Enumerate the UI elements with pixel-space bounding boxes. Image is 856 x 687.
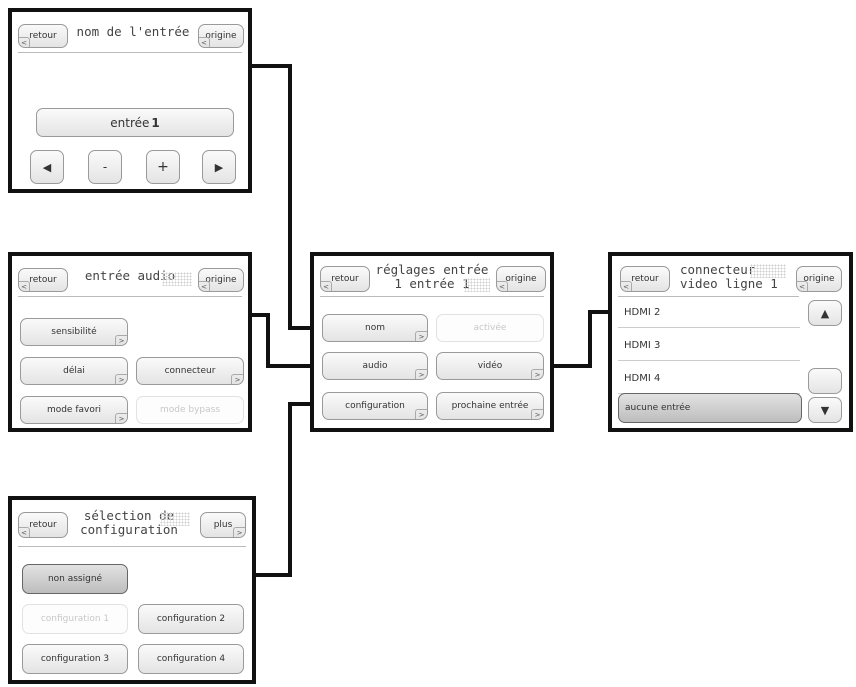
header-texture	[162, 272, 192, 286]
home-button[interactable]: origine <	[198, 268, 244, 292]
header-texture	[750, 264, 786, 278]
chevron-left-icon: <	[19, 281, 30, 291]
chevron-right-icon: >	[531, 409, 543, 419]
header-divider	[618, 296, 799, 297]
panel-video-connector: retour < connecteur video ligne 1 origin…	[608, 252, 853, 432]
back-button[interactable]: retour <	[18, 512, 68, 538]
header-divider	[320, 296, 544, 297]
home-button[interactable]: origine <	[198, 24, 244, 48]
plus-button[interactable]: +	[146, 150, 180, 184]
cursor-right-button[interactable]: ▶	[202, 150, 236, 184]
header-divider	[18, 52, 242, 53]
chevron-right-icon: >	[115, 413, 127, 423]
bypass-mode-button[interactable]: mode bypass	[136, 396, 244, 424]
list-item[interactable]: HDMI 4	[618, 364, 800, 394]
configuration-2-button[interactable]: configuration 2	[138, 604, 244, 634]
scroll-down-button[interactable]: ▼	[808, 397, 842, 423]
minus-button[interactable]: -	[88, 150, 122, 184]
chevron-left-icon: <	[797, 281, 808, 291]
home-button[interactable]: origine <	[796, 266, 842, 292]
triangle-down-icon: ▼	[820, 403, 830, 417]
delay-button[interactable]: délai >	[20, 357, 128, 385]
unassigned-button[interactable]: non assigné	[22, 564, 128, 594]
panel-title: réglages entrée 1 entrée 1	[375, 262, 489, 291]
video-button[interactable]: vidéo >	[436, 352, 544, 380]
panel-title: connecteur video ligne 1	[680, 262, 778, 291]
back-button[interactable]: retour <	[18, 268, 68, 292]
chevron-right-icon: >	[415, 331, 427, 341]
header-divider	[18, 546, 246, 547]
chevron-right-icon: >	[415, 369, 427, 379]
chevron-right-icon: >	[115, 335, 127, 345]
header-divider	[18, 296, 242, 297]
chevron-left-icon: <	[19, 37, 30, 47]
chevron-left-icon: <	[497, 281, 508, 291]
configuration-4-button[interactable]: configuration 4	[138, 644, 244, 674]
chevron-left-icon: <	[199, 37, 210, 47]
audio-button[interactable]: audio >	[322, 352, 428, 380]
more-button[interactable]: plus >	[200, 512, 246, 538]
home-button[interactable]: origine <	[496, 266, 546, 292]
chevron-left-icon: <	[19, 527, 30, 537]
panel-input-settings: retour < réglages entrée 1 entrée 1 orig…	[310, 252, 554, 432]
panel-configuration-select: retour < sélection de configuration plus…	[8, 496, 256, 684]
chevron-right-icon: >	[231, 374, 243, 384]
chevron-left-icon: <	[321, 281, 332, 291]
chevron-left-icon: <	[621, 281, 632, 291]
cursor-left-button[interactable]: ◀	[30, 150, 64, 184]
favorite-mode-button[interactable]: mode favori >	[20, 396, 128, 424]
configuration-3-button[interactable]: configuration 3	[22, 644, 128, 674]
panel-title: nom de l'entrée	[76, 24, 190, 39]
back-button[interactable]: retour <	[320, 266, 370, 292]
chevron-right-icon: >	[415, 409, 427, 419]
connector-button[interactable]: connecteur >	[136, 357, 244, 385]
list-item[interactable]: HDMI 2	[618, 298, 800, 328]
header-texture	[464, 278, 490, 292]
scroll-up-button[interactable]: ▲	[808, 300, 842, 326]
panel-title: entrée audio	[84, 268, 176, 283]
chevron-left-icon: <	[199, 281, 210, 291]
next-input-button[interactable]: prochaine entrée >	[436, 392, 544, 420]
list-item[interactable]: HDMI 3	[618, 331, 800, 361]
triangle-right-icon: ▶	[214, 160, 224, 174]
panel-input-name: retour < nom de l'entrée origine < entré…	[8, 8, 252, 193]
chevron-right-icon: >	[233, 527, 245, 537]
scrollbar-track[interactable]	[808, 368, 842, 394]
back-button[interactable]: retour <	[18, 24, 68, 48]
triangle-up-icon: ▲	[820, 306, 830, 320]
name-button[interactable]: nom >	[322, 314, 428, 342]
triangle-left-icon: ◀	[42, 160, 52, 174]
configuration-1-button[interactable]: configuration 1	[22, 604, 128, 634]
back-button[interactable]: retour <	[620, 266, 670, 292]
sensitivity-button[interactable]: sensibilité >	[20, 318, 128, 346]
chevron-right-icon: >	[115, 374, 127, 384]
panel-audio-input: retour < entrée audio origine < sensibil…	[8, 252, 252, 432]
header-texture	[160, 512, 190, 526]
list-item-selected[interactable]: aucune entrée	[618, 393, 802, 423]
chevron-right-icon: >	[531, 369, 543, 379]
panel-title: sélection de configuration	[80, 508, 178, 537]
enabled-button[interactable]: activée	[436, 314, 544, 342]
configuration-button[interactable]: configuration >	[322, 392, 428, 420]
